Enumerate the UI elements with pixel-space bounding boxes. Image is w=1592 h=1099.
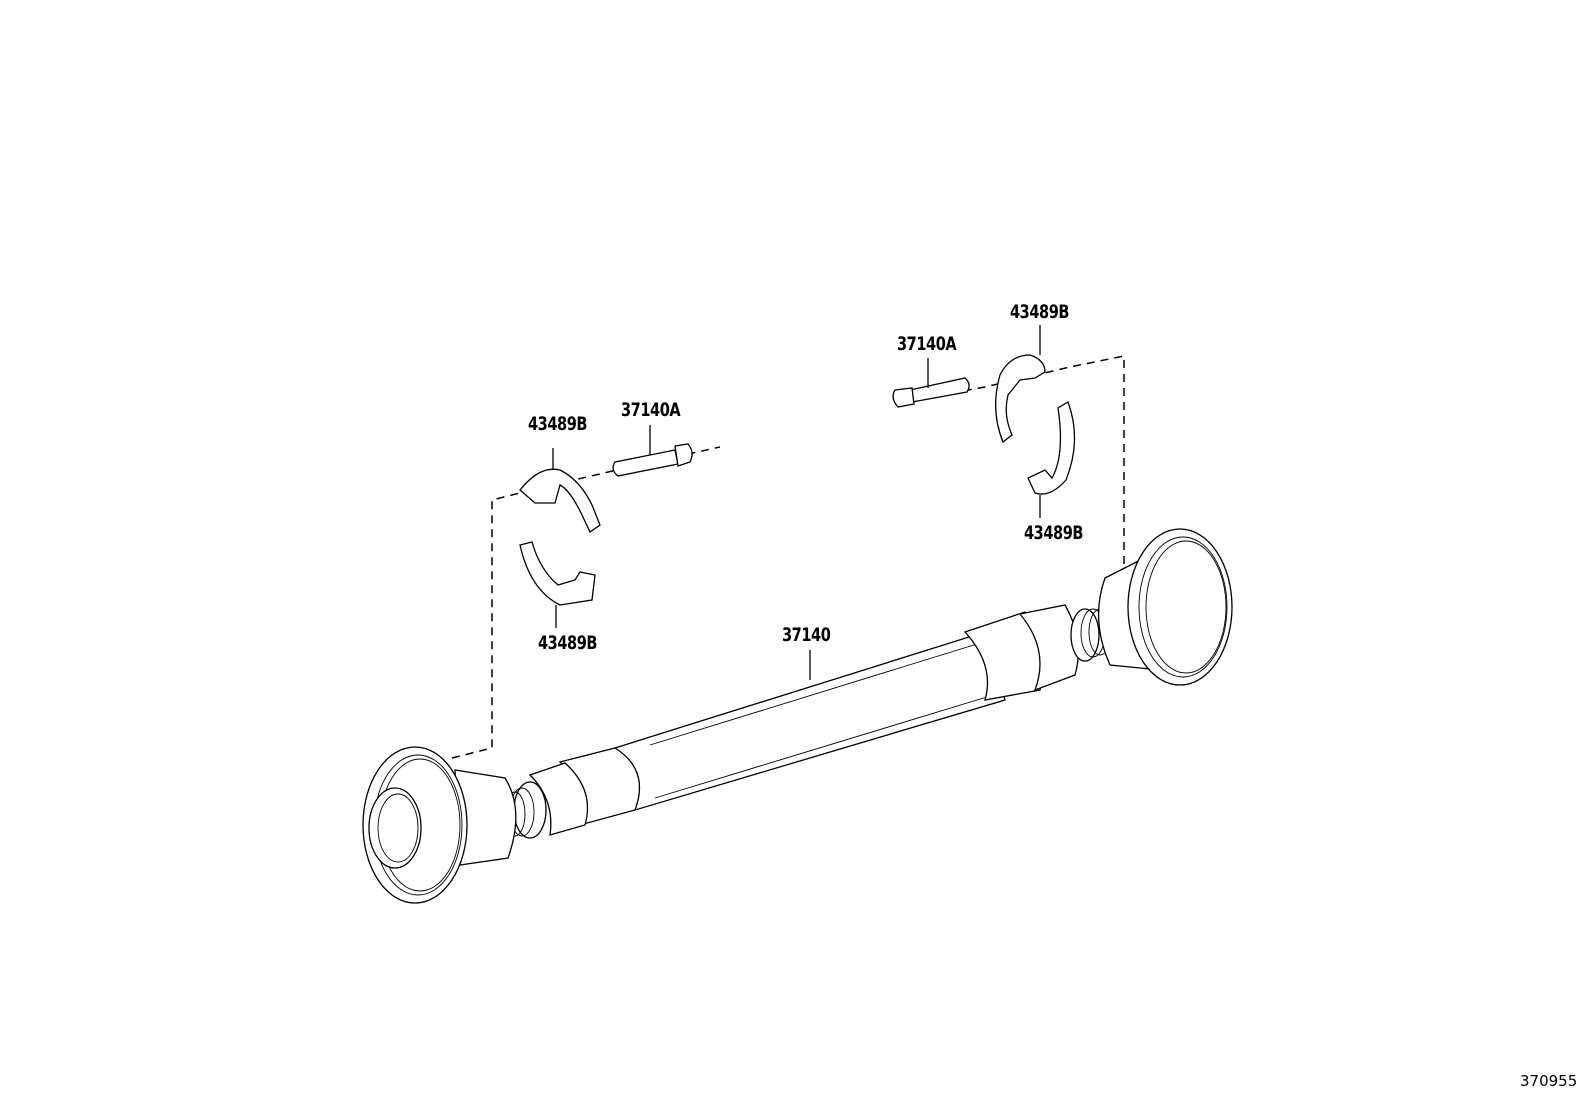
left-assembly-dashed-line <box>451 446 721 759</box>
figure-number: 370955 <box>1520 1072 1578 1090</box>
right-upper-plate <box>995 325 1046 444</box>
label-plate-left-lower: 43489B <box>538 632 598 654</box>
label-bolt-right: 37140A <box>897 333 957 355</box>
label-plate-right-lower: 43489B <box>1024 522 1084 544</box>
label-plate-left-upper: 43489B <box>528 413 588 435</box>
label-plate-right-upper: 43489B <box>1010 301 1070 323</box>
label-bolt-left: 37140A <box>621 399 681 421</box>
right-assembly-dashed-line <box>917 355 1125 578</box>
propeller-shaft <box>362 528 1233 904</box>
right-bolt <box>892 358 970 408</box>
left-lower-plate <box>519 541 596 628</box>
right-lower-plate <box>1027 401 1076 518</box>
label-shaft: 37140 <box>782 624 831 646</box>
left-bolt <box>612 425 693 477</box>
left-upper-plate <box>519 448 601 533</box>
